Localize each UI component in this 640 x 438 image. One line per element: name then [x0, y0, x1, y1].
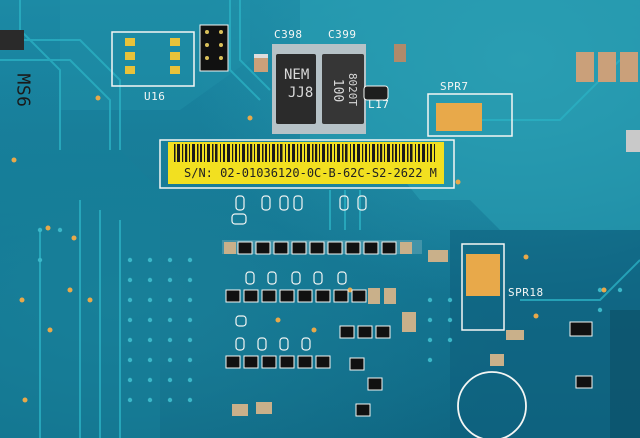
u16-side-chip-pins	[205, 30, 223, 60]
small-pad-outlines	[231, 195, 367, 351]
spr7-pad	[436, 103, 482, 131]
via-grid	[37, 227, 623, 403]
c399-marking-line1: 100	[330, 78, 346, 103]
designator-l17: L17	[368, 98, 390, 111]
serial-number-text: S/N: 02-01036120-0C-B-62C-S2-2622 M	[184, 166, 437, 180]
mounting-ring	[457, 371, 527, 438]
designator-spr18: SPR18	[508, 286, 544, 299]
serial-label-sticker	[168, 142, 444, 184]
edge-shadow	[610, 310, 640, 438]
c398-capacitor	[276, 54, 316, 124]
u16-outline	[111, 31, 195, 87]
left-edge-component	[0, 30, 24, 50]
bottom-right-component	[575, 375, 593, 389]
designator-u16: U16	[144, 90, 166, 103]
top-small-components	[254, 44, 640, 152]
label-silk-outline	[159, 139, 455, 189]
resistor-row-1	[222, 240, 448, 262]
c398-marking-line1: NEM	[284, 67, 310, 83]
spr7-outline	[427, 93, 513, 137]
resistor-row-2	[225, 288, 396, 304]
u16-side-chip	[199, 24, 229, 72]
bottom-right-transistor	[569, 321, 593, 337]
corner-marking: MS6	[12, 73, 34, 108]
c398-marking-line2: JJ8	[288, 85, 314, 101]
designator-spr7: SPR7	[440, 80, 469, 93]
u16-pads	[125, 38, 180, 74]
spr18-pad	[466, 254, 500, 296]
resistor-row-3	[225, 312, 524, 417]
gold-vias	[11, 95, 607, 403]
c399-capacitor	[322, 54, 364, 124]
c399-marking-line2: 8020T	[346, 72, 360, 107]
l17-component	[363, 85, 389, 101]
designator-c399: C399	[328, 28, 357, 41]
designator-c398: C398	[274, 28, 303, 41]
barcode	[174, 144, 435, 162]
spr18-outline	[461, 243, 505, 331]
